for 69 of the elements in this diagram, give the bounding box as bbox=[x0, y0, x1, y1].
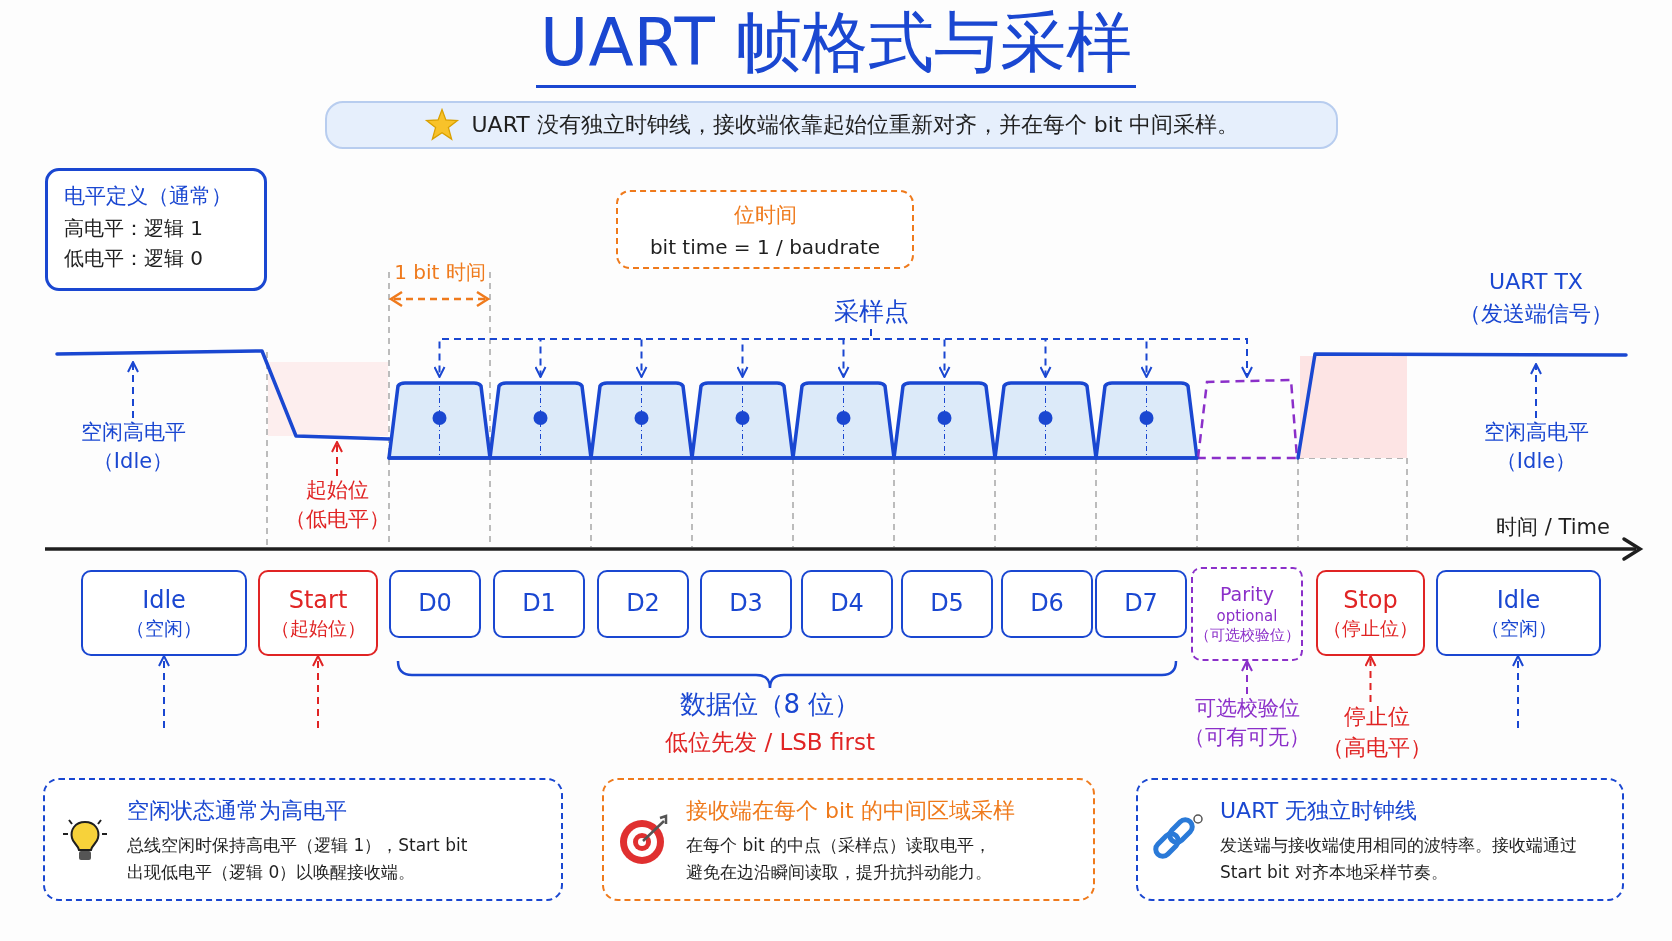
bit-field bbox=[1436, 570, 1601, 656]
note-heading: 接收端在每个 bit 的中间区域采样 bbox=[686, 797, 1016, 826]
field-name: D7 bbox=[1124, 588, 1158, 620]
dashed-arrow bbox=[331, 441, 343, 477]
field-name: Stop bbox=[1343, 585, 1398, 617]
note-text: 在每个 bit 的中点（采样点）读取电平，避免在边沿瞬间读取，提升抗抖动能力。 bbox=[686, 834, 993, 884]
note-text: 总线空闲时保持高电平（逻辑 1），Start bit 出现低电平（逻辑 0）以唤醒接收端。 bbox=[127, 834, 469, 884]
dashed-arrow bbox=[312, 655, 324, 729]
field-name: D4 bbox=[830, 588, 864, 620]
group-label: 数据位（8 位） bbox=[678, 688, 862, 721]
field-subtext: （停止位） bbox=[1323, 616, 1418, 641]
annotation-text: 采样点 bbox=[810, 294, 932, 329]
signal-label: UART TX（发送端信号） bbox=[1458, 268, 1614, 328]
note-card bbox=[602, 778, 1095, 901]
note-card bbox=[43, 778, 563, 901]
dashed-arrow bbox=[1530, 363, 1542, 419]
bit-field bbox=[1316, 570, 1425, 656]
field-subtext: （起始位） bbox=[270, 616, 366, 641]
bit-field bbox=[597, 570, 689, 638]
annotation-text: 空闲高电平（Idle） bbox=[68, 418, 198, 477]
box-text: bit time = 1 / baudrate bbox=[648, 233, 882, 261]
box-heading: 位时间 bbox=[732, 202, 798, 229]
bit-field bbox=[493, 570, 585, 638]
dashed-arrow bbox=[870, 328, 1253, 378]
note-heading: 空闲状态通常为高电平 bbox=[127, 797, 348, 826]
field-name: D1 bbox=[522, 588, 556, 620]
banner-text: UART 没有独立时钟线，接收端依靠起始位重新对齐，并在每个 bit 中间采样。 bbox=[471, 110, 1240, 139]
field-name: Idle bbox=[142, 585, 186, 617]
note-label: 低位先发 / LSB first bbox=[664, 728, 876, 757]
dashed-arrow bbox=[1512, 655, 1524, 729]
bit-field bbox=[258, 570, 378, 656]
box-text: 高电平：逻辑 1 bbox=[64, 214, 205, 242]
field-name: D5 bbox=[930, 588, 964, 620]
field-name: D6 bbox=[1030, 588, 1064, 620]
note-text: 发送端与接收端使用相同的波特率。接收端通过 Start bit 对齐本地采样节奏。 bbox=[1220, 834, 1578, 884]
annotation-text: 空闲高电平（Idle） bbox=[1471, 418, 1601, 477]
dashed-arrow bbox=[127, 361, 139, 419]
dashed-arrow bbox=[1364, 655, 1377, 703]
dashed-arrow bbox=[158, 655, 170, 729]
field-name: Parity bbox=[1220, 582, 1274, 607]
field-name: D3 bbox=[729, 588, 763, 620]
box-text: 低电平：逻辑 0 bbox=[64, 244, 205, 272]
dimension-label: 1 bit 时间 bbox=[393, 259, 487, 286]
note-heading: UART 无独立时钟线 bbox=[1220, 797, 1419, 826]
field-name: Start bbox=[288, 585, 348, 617]
definition-box bbox=[45, 168, 267, 291]
bit-field bbox=[1001, 570, 1093, 638]
note-card bbox=[1136, 778, 1624, 901]
bit-field bbox=[1095, 570, 1187, 638]
bit-field bbox=[700, 570, 792, 638]
formula-box bbox=[616, 190, 914, 269]
optional-bit-field bbox=[1191, 567, 1303, 661]
bit-field bbox=[389, 570, 481, 638]
field-subtext: optional bbox=[1216, 606, 1278, 627]
axis-label: 时间 / Time bbox=[1495, 514, 1610, 541]
field-subtext: （空闲） bbox=[126, 616, 202, 641]
bit-field bbox=[801, 570, 893, 638]
field-name: Idle bbox=[1496, 585, 1541, 617]
bit-field bbox=[901, 570, 993, 638]
bit-field bbox=[81, 570, 247, 656]
field-name: D0 bbox=[418, 588, 452, 620]
annotation-text: 起始位（低电平） bbox=[262, 476, 412, 535]
summary-banner bbox=[325, 101, 1338, 149]
field-subtext: （空闲） bbox=[1480, 616, 1557, 641]
box-heading: 电平定义（通常） bbox=[64, 183, 233, 210]
dashed-arrow bbox=[1241, 660, 1253, 695]
field-subtext: （可选校验位） bbox=[1194, 626, 1300, 646]
field-name: D2 bbox=[626, 588, 660, 620]
title: UART 帧格式与采样 bbox=[536, 2, 1136, 88]
